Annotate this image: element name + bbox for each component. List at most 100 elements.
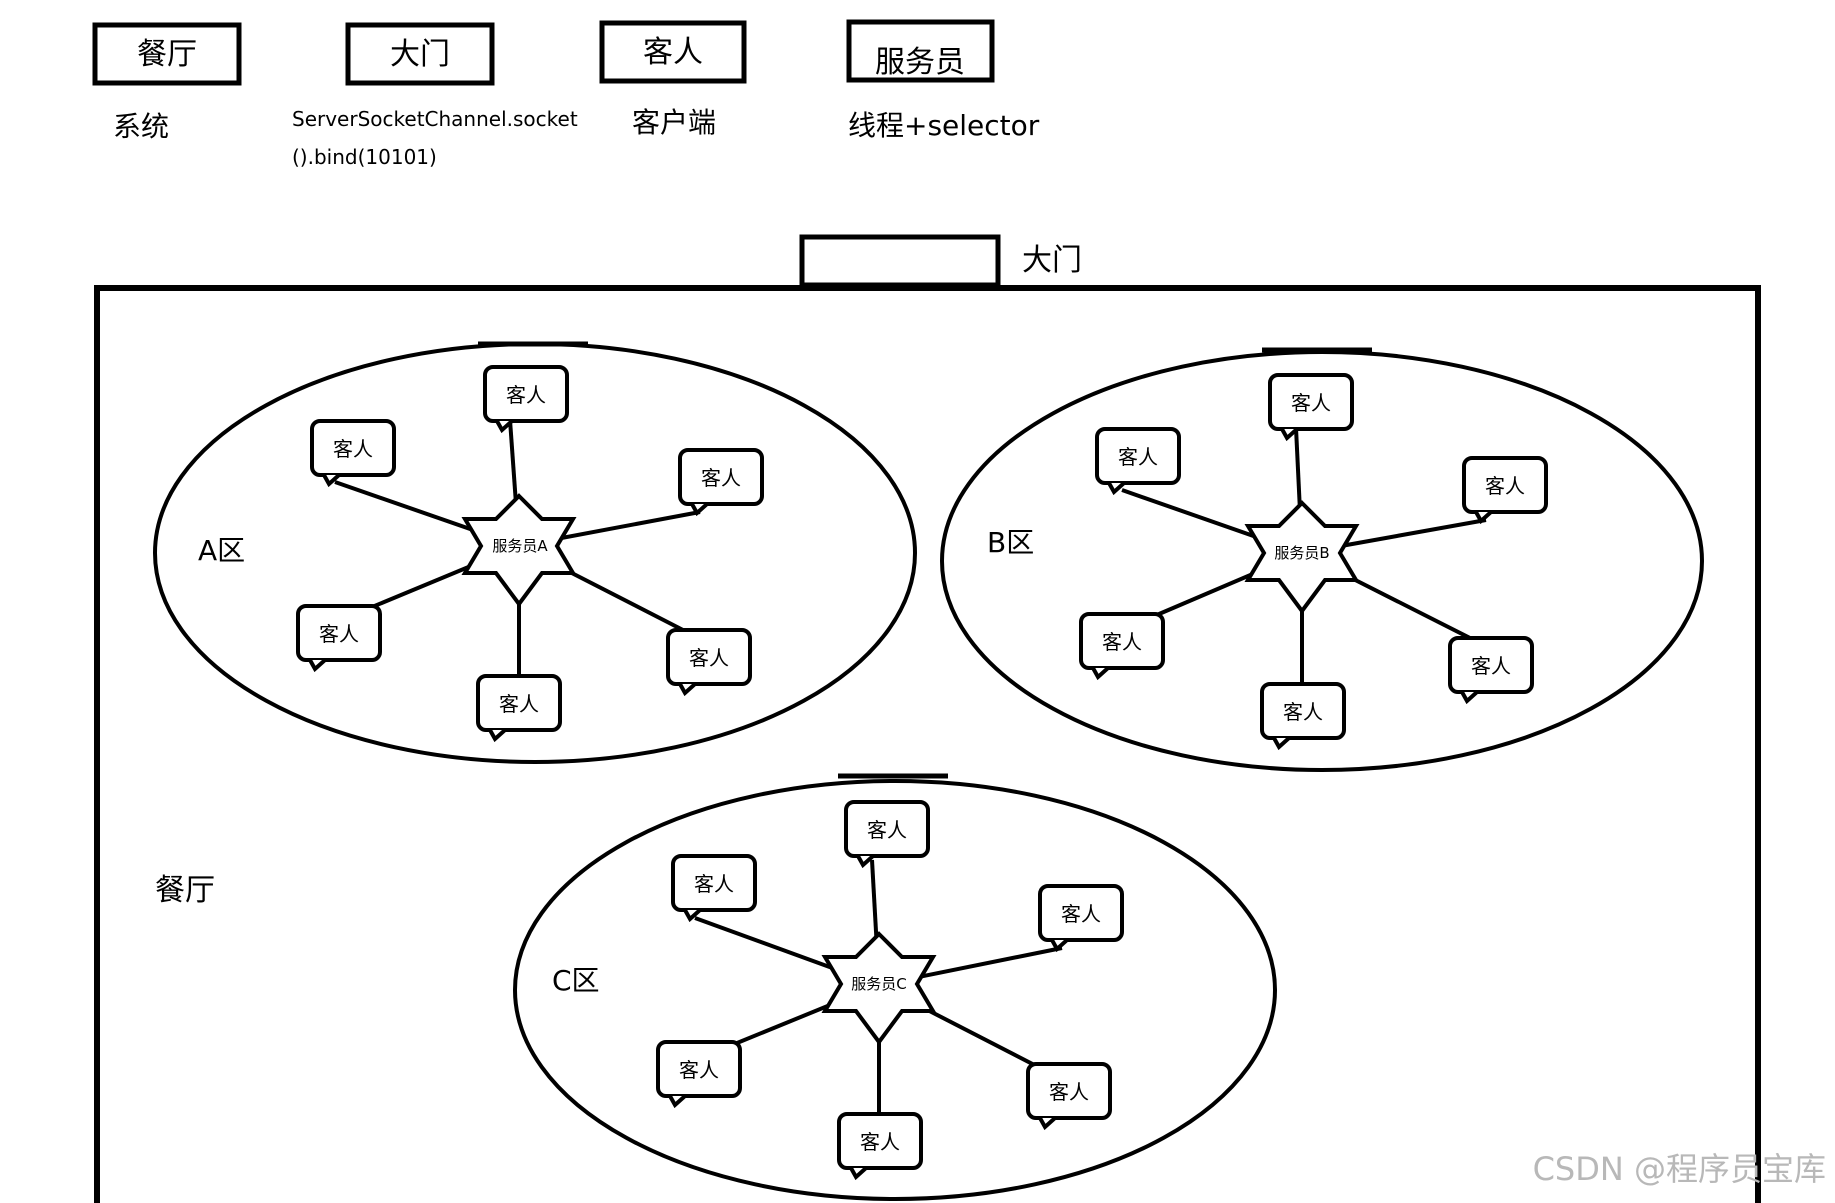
guest-bubble-box xyxy=(1079,612,1165,670)
guest-label: 客人 xyxy=(701,466,741,490)
guest-bubble-tail xyxy=(849,1166,868,1181)
zone-a-label: A区 xyxy=(198,534,245,567)
guest-bubble: 客人 xyxy=(1026,1062,1112,1131)
guest-bubble-box xyxy=(1268,373,1354,431)
legend-box-guest-label: 客人 xyxy=(643,35,703,70)
guest-bubble-tail xyxy=(1272,736,1291,751)
zone-a: A区 服务员A 客人 客人 xyxy=(153,341,917,764)
guest-bubble: 客人 xyxy=(671,854,757,923)
guest-label: 客人 xyxy=(499,692,539,716)
legend-desc-guest: 客户端 xyxy=(632,106,716,139)
legend-desc-waiter: 线程+selector xyxy=(848,109,1040,142)
guest-bubble: 客人 xyxy=(1079,612,1165,681)
guest-label: 客人 xyxy=(1485,474,1525,498)
guest-bubble-tail xyxy=(678,682,697,697)
guest-bubble-tail xyxy=(1050,938,1069,953)
zone-a-waiter-star xyxy=(461,493,577,608)
guest-bubble-box xyxy=(296,604,382,662)
guest-bubble-box xyxy=(1260,682,1346,740)
guest-bubble-box xyxy=(476,674,562,732)
restaurant-label: 餐厅 xyxy=(155,873,215,908)
guest-bubble-box xyxy=(310,419,396,477)
zone-b-waiter-star xyxy=(1244,500,1360,615)
legend: 餐厅 系统 大门 ServerSocketChannel.socket ().b… xyxy=(92,19,1040,169)
legend-box-door xyxy=(345,22,495,86)
guest-bubble-box xyxy=(1448,636,1534,694)
watermark: CSDN @程序员宝库 xyxy=(1533,1150,1826,1188)
guest-bubble-box xyxy=(1038,884,1124,942)
guest-bubble: 客人 xyxy=(1038,884,1124,953)
guest-bubble-tail xyxy=(1280,427,1299,442)
guest-bubble-box xyxy=(671,854,757,912)
guest-bubble-tail xyxy=(308,658,327,673)
zone-b-waiter-label: 服务员B xyxy=(1274,544,1329,562)
guest-bubble: 客人 xyxy=(837,1112,923,1181)
guest-bubble-tail xyxy=(322,473,341,488)
guest-bubble-box xyxy=(678,448,764,506)
guest-bubble-tail xyxy=(1474,510,1493,525)
guest-label: 客人 xyxy=(679,1058,719,1082)
zone-c-waiter-label: 服务员C xyxy=(851,975,906,993)
legend-box-waiter-label: 服务员 xyxy=(875,45,965,80)
guest-bubble-box xyxy=(844,800,930,858)
guest-bubble-box xyxy=(1462,456,1548,514)
zone-c-ellipse xyxy=(513,779,1277,1201)
guest-label: 客人 xyxy=(1118,445,1158,469)
guest-bubble-box xyxy=(666,628,752,686)
guest-bubble: 客人 xyxy=(678,448,764,517)
guest-bubble-tail xyxy=(668,1094,687,1109)
guest-label: 客人 xyxy=(1291,391,1331,415)
guest-bubble: 客人 xyxy=(666,628,752,697)
guest-label: 客人 xyxy=(867,818,907,842)
guest-bubble: 客人 xyxy=(1260,682,1346,751)
door-box xyxy=(799,234,1001,288)
guest-label: 客人 xyxy=(860,1130,900,1154)
guest-bubble: 客人 xyxy=(476,674,562,743)
guest-bubble-tail xyxy=(1038,1116,1057,1131)
guest-bubble-box xyxy=(1026,1062,1112,1120)
guest-bubble: 客人 xyxy=(310,419,396,488)
zone-b-ellipse xyxy=(940,350,1704,772)
guest-bubble-tail xyxy=(683,908,702,923)
guest-label: 客人 xyxy=(1102,630,1142,654)
zone-c-guests: 客人 客人 客人 客人 客人 xyxy=(656,800,1124,1181)
guest-bubble-tail xyxy=(495,419,514,434)
zone-b-label: B区 xyxy=(987,526,1034,559)
door-label: 大门 xyxy=(1022,243,1082,278)
guest-label: 客人 xyxy=(1471,654,1511,678)
legend-box-restaurant xyxy=(92,22,242,86)
guest-bubble: 客人 xyxy=(483,365,569,434)
legend-box-guest xyxy=(599,20,747,84)
guest-bubble-box xyxy=(483,365,569,423)
guest-label: 客人 xyxy=(333,437,373,461)
guest-label: 客人 xyxy=(1283,700,1323,724)
legend-box-door-label: 大门 xyxy=(390,37,450,72)
zone-a-ellipse xyxy=(153,342,917,764)
guest-label: 客人 xyxy=(506,383,546,407)
guest-bubble-tail xyxy=(488,728,507,743)
zone-b-guests: 客人 客人 客人 客人 客人 xyxy=(1079,373,1548,751)
guest-bubble-tail xyxy=(690,502,709,517)
guest-label: 客人 xyxy=(1049,1080,1089,1104)
legend-desc-restaurant: 系统 xyxy=(113,110,169,143)
zone-a-guests: 客人 客人 客人 客人 客人 xyxy=(296,365,764,743)
guest-bubble: 客人 xyxy=(296,604,382,673)
guest-bubble: 客人 xyxy=(844,800,930,869)
legend-box-waiter xyxy=(846,19,995,83)
zone-c-waiter-star xyxy=(821,931,937,1046)
guest-label: 客人 xyxy=(1061,902,1101,926)
guest-bubble-tail xyxy=(1107,481,1126,496)
guest-bubble: 客人 xyxy=(1268,373,1354,442)
guest-bubble-tail xyxy=(1460,690,1479,705)
guest-label: 客人 xyxy=(689,646,729,670)
legend-desc-door-line2: ().bind(10101) xyxy=(292,145,437,169)
guest-bubble-tail xyxy=(1091,666,1110,681)
zone-c-label: C区 xyxy=(552,964,600,997)
guest-label: 客人 xyxy=(319,622,359,646)
legend-desc-door-line1: ServerSocketChannel.socket xyxy=(292,107,578,131)
guest-bubble-box xyxy=(656,1040,742,1098)
guest-bubble: 客人 xyxy=(1095,427,1181,496)
guest-bubble-tail xyxy=(856,854,875,869)
guest-bubble-box xyxy=(837,1112,923,1170)
guest-bubble-box xyxy=(1095,427,1181,485)
